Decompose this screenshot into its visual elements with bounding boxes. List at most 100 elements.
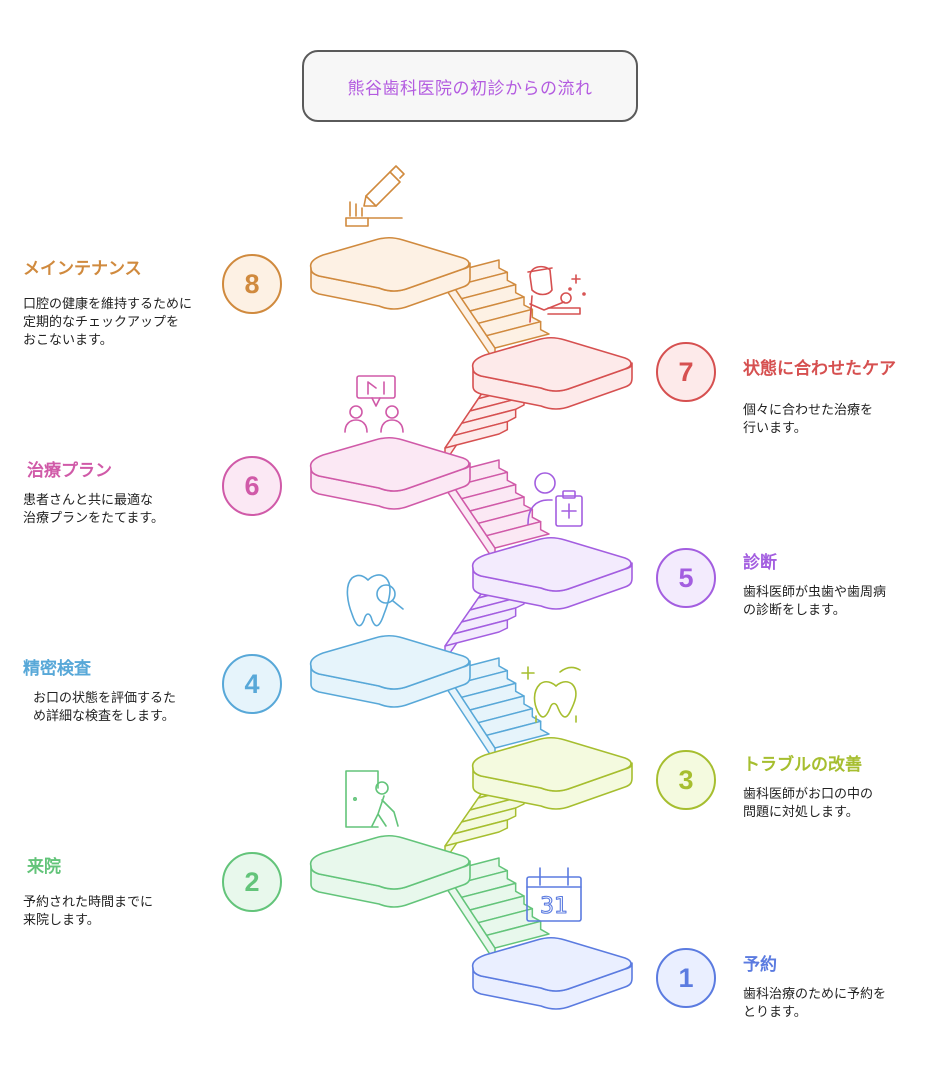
step-title: 診断 <box>743 553 777 573</box>
stair-step <box>469 695 534 724</box>
stair-step <box>452 869 517 899</box>
platform-step-3 <box>471 736 633 810</box>
step-description-line: 歯科治療のために予約を <box>743 987 887 1002</box>
platform-step-2 <box>309 834 471 908</box>
stair-step <box>460 682 525 711</box>
stairs-layer <box>309 236 633 1010</box>
platform-top <box>309 236 470 292</box>
stair-step <box>469 296 534 325</box>
dentist-patient-icon <box>527 265 586 323</box>
platform-top <box>471 536 632 592</box>
step-title: メインテナンス <box>23 259 142 279</box>
stair-step <box>452 607 517 635</box>
people-discussing-icon <box>344 375 404 433</box>
platform-step-6 <box>309 436 471 510</box>
step-description-line: め詳細な検査をします。 <box>33 709 175 724</box>
stair-step <box>452 807 517 835</box>
stair-flight <box>444 459 550 563</box>
step-description: 予約された時間までに来院します。 <box>23 894 223 930</box>
step-description: お口の状態を評価するため詳細な検査をします。 <box>33 690 233 726</box>
step-description-line: 治療プランをたてます。 <box>23 511 165 526</box>
platform-top <box>309 834 470 890</box>
sparkling-tooth-icon <box>521 666 581 723</box>
platform-top <box>309 634 470 690</box>
platform-top <box>309 436 470 492</box>
calendar-icon: 31 <box>526 867 582 922</box>
step-number-badge: 5 <box>656 548 716 608</box>
step-description-line: 口腔の健康を維持するために <box>23 297 193 312</box>
calendar-day-text: 31 <box>540 894 568 919</box>
stair-step <box>460 882 525 911</box>
step-description: 歯科医師がお口の中の問題に対処します。 <box>743 786 943 822</box>
toothbrush-toothpaste-icon <box>345 165 405 227</box>
step-number-badge: 4 <box>222 654 282 714</box>
step-title: 状態に合わせたケア <box>743 359 896 379</box>
step-description-line: 問題に対処します。 <box>743 805 859 820</box>
step-title: トラブルの改善 <box>743 755 862 775</box>
step-number-badge: 8 <box>222 254 282 314</box>
page-title: 熊谷歯科医院の初診からの流れ <box>347 78 593 99</box>
title-box: 熊谷歯科医院の初診からの流れ <box>302 50 638 122</box>
platform-step-8 <box>309 236 471 310</box>
platform-step-5 <box>471 536 633 610</box>
step-description: 個々に合わせた治療を行います。 <box>743 402 943 438</box>
step-description-line: 歯科医師が虫歯や歯周病 <box>743 585 887 600</box>
step-description-line: 行います。 <box>743 421 807 436</box>
step-description-line: 歯科医師がお口の中の <box>743 787 874 802</box>
stair-step <box>452 408 517 437</box>
stair-step <box>460 283 525 312</box>
stair-step <box>485 920 550 949</box>
platform-step-4 <box>309 634 471 708</box>
step-description-line: 予約された時間までに <box>23 895 154 910</box>
stair-step <box>477 308 542 337</box>
stair-flight <box>444 259 550 363</box>
platform-top <box>471 736 632 792</box>
step-description-line: 個々に合わせた治療を <box>743 403 874 418</box>
stair-step <box>477 907 542 937</box>
step-number-badge: 2 <box>222 852 282 912</box>
step-description-line: 来院します。 <box>23 913 100 928</box>
step-number-badge: 6 <box>222 456 282 516</box>
step-number-badge: 3 <box>656 750 716 810</box>
stair-flight <box>444 857 550 963</box>
step-number-badge: 1 <box>656 948 716 1008</box>
stair-step <box>444 619 509 647</box>
icons-layer: 31 <box>344 165 586 922</box>
step-description-line: おこないます。 <box>23 333 113 348</box>
step-title: 来院 <box>27 857 61 877</box>
step-description-line: 患者さんと共に最適な <box>23 493 154 508</box>
tooth-magnifier-icon <box>346 574 404 627</box>
stair-step <box>444 420 509 449</box>
step-description: 患者さんと共に最適な治療プランをたてます。 <box>23 492 223 528</box>
step-description-line: お口の状態を評価するた <box>33 691 177 706</box>
stair-step <box>444 819 509 847</box>
stair-step <box>485 520 550 549</box>
stair-step <box>485 320 550 349</box>
step-description: 口腔の健康を維持するために定期的なチェックアップをおこないます。 <box>23 296 223 350</box>
stair-step <box>460 483 525 512</box>
stair-step <box>485 720 550 749</box>
doctor-clipboard-icon <box>527 472 583 527</box>
platform-top <box>471 936 632 992</box>
step-description-line: 定期的なチェックアップを <box>23 315 180 330</box>
platform-step-7 <box>471 336 633 410</box>
step-title: 予約 <box>743 955 777 975</box>
step-description-line: の診断をします。 <box>743 603 846 618</box>
step-title: 治療プラン <box>27 461 112 481</box>
step-title: 精密検査 <box>23 659 91 679</box>
step-description-line: とります。 <box>743 1005 807 1020</box>
stair-step <box>469 496 534 525</box>
step-description: 歯科医師が虫歯や歯周病の診断をします。 <box>743 584 943 620</box>
platform-top <box>471 336 632 392</box>
stair-step <box>452 669 517 699</box>
stair-step <box>452 471 517 500</box>
platform-step-1 <box>471 936 633 1010</box>
stair-step <box>469 895 534 924</box>
stair-step <box>452 271 517 300</box>
stair-step <box>477 508 542 537</box>
stair-flight <box>444 657 550 763</box>
step-number-badge: 7 <box>656 342 716 402</box>
step-description: 歯科治療のために予約をとります。 <box>743 986 943 1022</box>
person-entering-door-icon <box>345 770 399 828</box>
